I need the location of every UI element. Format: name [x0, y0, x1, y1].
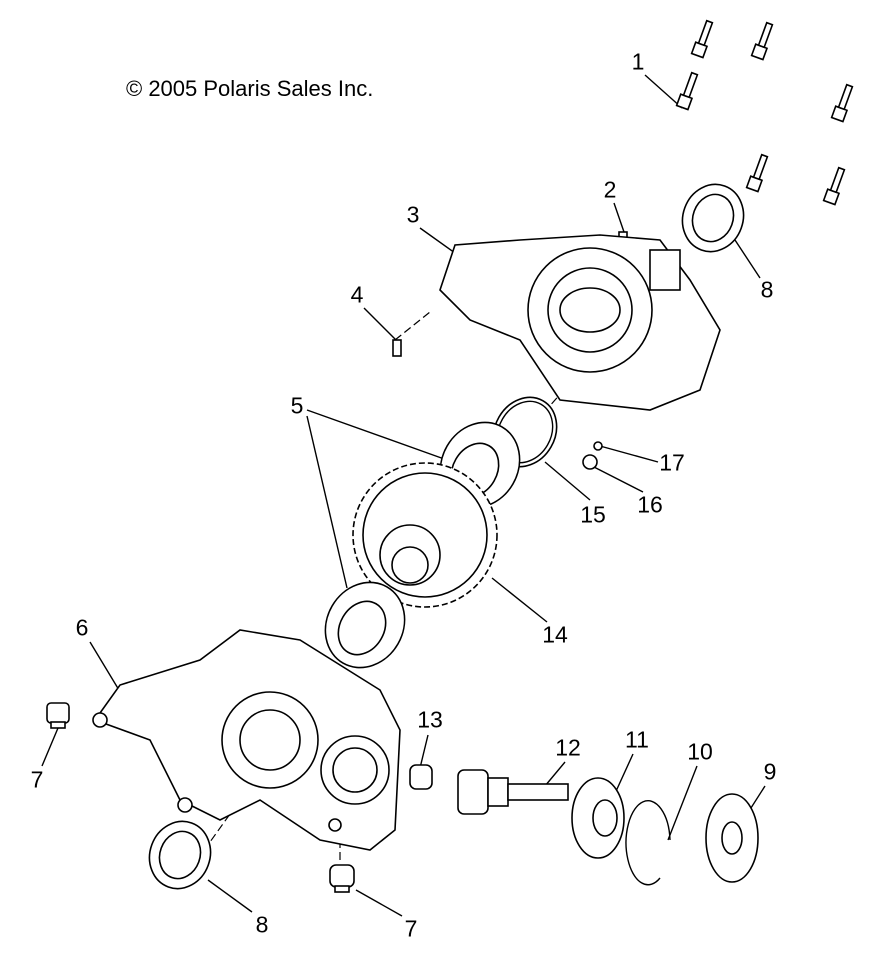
- callout-7-left: 7: [30, 766, 44, 793]
- callout-16: 16: [637, 491, 663, 518]
- callout-10: 10: [687, 738, 713, 765]
- bearing-part-5-bottom: [324, 581, 406, 669]
- callout-12: 12: [555, 734, 581, 761]
- callout-11: 11: [625, 726, 649, 753]
- callout-15: 15: [580, 501, 606, 528]
- main-housing-part-6: [92, 629, 401, 851]
- callout-2: 2: [603, 176, 617, 203]
- pin-part-4: [392, 339, 402, 357]
- copyright-text: © 2005 Polaris Sales Inc.: [126, 76, 374, 101]
- bushing-part-13: [409, 764, 433, 790]
- callout-13: 13: [417, 706, 443, 733]
- washer-part-17: [593, 441, 603, 451]
- callout-6: 6: [75, 614, 89, 641]
- callout-1: 1: [631, 48, 645, 75]
- plug-part-7-bottom: [329, 864, 355, 893]
- callout-3: 3: [406, 201, 420, 228]
- seal-part-8-bottom: [148, 820, 212, 890]
- callout-17: 17: [659, 449, 685, 476]
- callout-8-bottom: 8: [255, 911, 269, 938]
- callout-7-bottom: 7: [404, 915, 418, 942]
- pinion-shaft-part-12: [457, 769, 569, 815]
- callout-14: 14: [542, 621, 568, 648]
- callout-8-top: 8: [760, 276, 774, 303]
- seal-part-9: [705, 793, 759, 883]
- screw-part-16: [582, 454, 598, 470]
- leader-lines: [41, 74, 766, 917]
- callout-9: 9: [763, 758, 777, 785]
- bearing-part-11: [571, 777, 625, 859]
- plug-part-7-left: [46, 702, 70, 729]
- seal-part-8-top: [681, 183, 745, 253]
- housing-cover-part-3: [439, 234, 721, 411]
- bolts-part-1: [675, 19, 854, 206]
- callout-4: 4: [350, 281, 364, 308]
- ring-gear-part-14: [352, 462, 498, 608]
- snap-ring-part-10: [625, 800, 671, 886]
- callout-5: 5: [290, 392, 304, 419]
